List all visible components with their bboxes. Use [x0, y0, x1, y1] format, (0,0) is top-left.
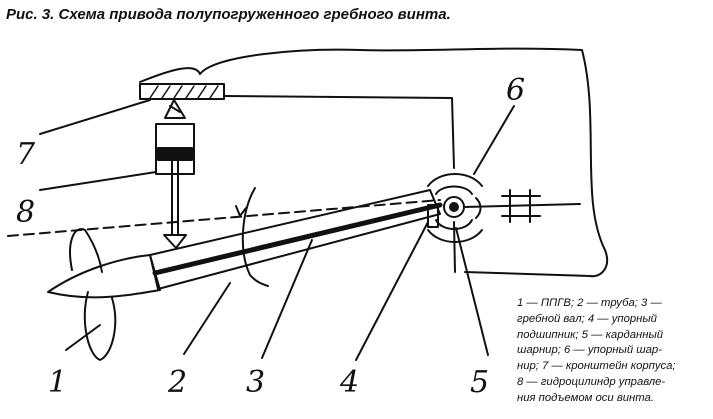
- thrust-hinge-arc-top-outer: [427, 173, 483, 187]
- leader-5: [455, 227, 489, 356]
- rotation-arrow: [241, 187, 269, 287]
- thrust-bearing: [427, 204, 439, 228]
- bracket-hatching: [149, 85, 219, 99]
- legend-line: гребной вал; 4 — упорный: [517, 312, 657, 325]
- label-number-7: 7: [16, 137, 36, 172]
- legend-line: 1 — ППГВ; 2 — труба; 3 —: [517, 297, 662, 309]
- leader-1: [65, 324, 101, 351]
- legend-line: 8 — гидроцилиндр управле-: [517, 375, 666, 388]
- legend-line: ния подъемом оси винта.: [517, 391, 654, 404]
- propeller-blade-bottom: [83, 291, 117, 361]
- propeller-shaft: [152, 202, 443, 276]
- rotation-arrow-head: [235, 205, 247, 217]
- legend: 1 — ППГВ; 2 — труба; 3 — гребной вал; 4 …: [517, 296, 709, 407]
- label-number-5: 5: [470, 365, 489, 400]
- cylinder-piston: [157, 147, 193, 161]
- bracket-frame-line: [223, 95, 455, 169]
- drive-tube: [149, 189, 441, 290]
- label-number-2: 2: [167, 365, 187, 400]
- label-number-3: 3: [246, 365, 265, 400]
- output-bearing: [501, 189, 541, 223]
- label-number-8: 8: [16, 195, 35, 230]
- leader-7: [39, 99, 151, 135]
- propeller-hub: [47, 254, 161, 299]
- leader-6: [473, 105, 515, 175]
- legend-line: нир; 7 — кронштейн корпуса;: [517, 360, 676, 373]
- rod-joint: [163, 234, 187, 249]
- label-number-4: 4: [339, 365, 359, 400]
- hull-outline: [139, 47, 609, 278]
- legend-line: шарнир; 6 — упорный шар-: [517, 344, 662, 357]
- leader-3: [261, 239, 313, 359]
- cardan-joint-inner: [449, 202, 459, 212]
- leader-2: [183, 282, 231, 355]
- hull-bracket: [139, 83, 225, 100]
- hinge-vertical: [453, 221, 456, 273]
- thrust-hinge-arc-right: [475, 197, 482, 219]
- propeller-blade-top: [69, 228, 103, 273]
- output-shaft: [463, 203, 581, 208]
- hydraulic-cylinder: [155, 123, 195, 175]
- thrust-hinge-arc-top-inner: [435, 185, 473, 195]
- cylinder-hanger: [164, 99, 186, 119]
- leader-4: [355, 221, 429, 361]
- legend-line: подшипник; 5 — карданный: [517, 328, 664, 341]
- label-number-6: 6: [506, 73, 525, 108]
- leader-8: [39, 171, 157, 191]
- label-number-1: 1: [48, 365, 67, 400]
- figure-caption: Рис. 3. Схема привода полупогруженного г…: [6, 6, 451, 23]
